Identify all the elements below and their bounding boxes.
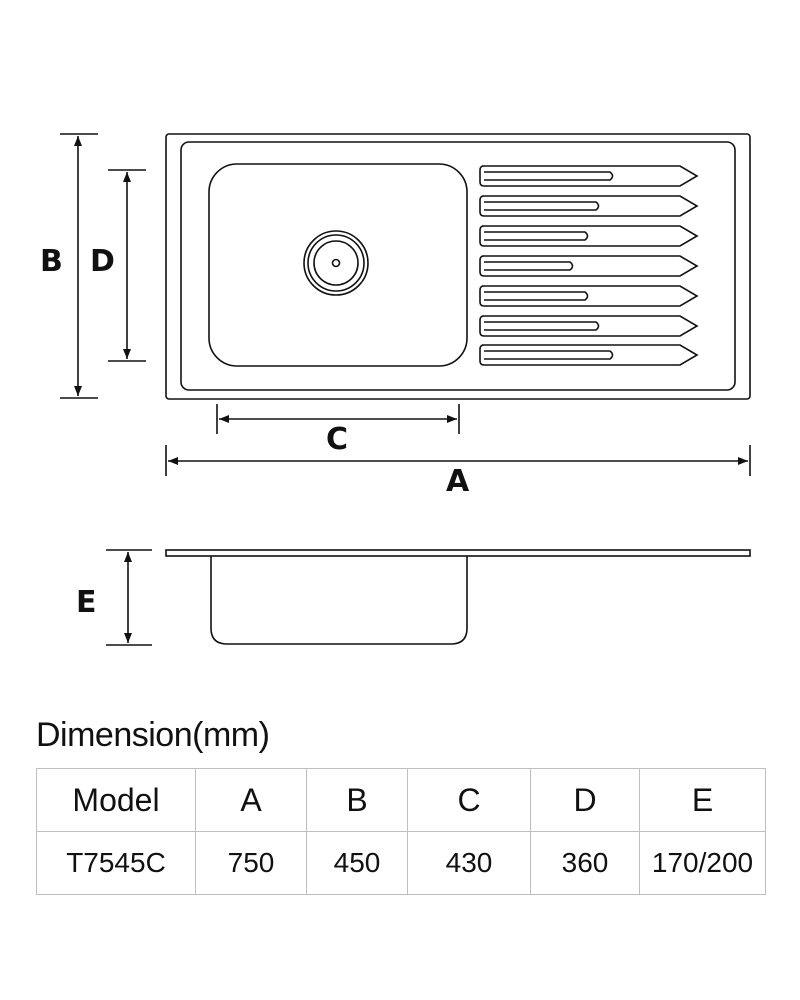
drainboard-rib [479, 225, 699, 247]
cell-b: 450 [306, 831, 408, 895]
sink-side-view [165, 549, 751, 645]
drainboard-rib [479, 315, 699, 337]
drainboard-rib-groove [484, 261, 574, 271]
label-b: B [40, 244, 63, 279]
header-c: C [407, 768, 531, 832]
drainboard-rib [479, 165, 699, 187]
table-header-row: Model A B C D E [36, 768, 766, 832]
sink-inner-rim [180, 141, 736, 391]
cell-model: T7545C [36, 831, 196, 895]
drainboard-rib-groove [484, 171, 614, 181]
drain-icon [303, 230, 369, 296]
header-e: E [639, 768, 766, 832]
dimension-lines [60, 133, 751, 476]
drainboard-rib-groove [484, 231, 589, 241]
table-row: T7545C 750 450 430 360 170/200 [36, 831, 766, 895]
header-model: Model [36, 768, 196, 832]
dimension-table: Model A B C D E T7545C 750 450 430 360 1… [36, 768, 766, 895]
label-a: A [446, 464, 470, 499]
drainboard-rib [479, 285, 699, 307]
label-d: D [90, 244, 115, 279]
drainboard-rib [479, 344, 699, 366]
cell-d: 360 [530, 831, 640, 895]
side-rim [165, 549, 751, 557]
drainboard-rib-groove [484, 350, 614, 360]
drainboard-rib [479, 195, 699, 217]
sink-outer-rim [165, 133, 751, 400]
side-bowl [210, 556, 468, 645]
header-b: B [306, 768, 408, 832]
dimension-title: Dimension(mm) [36, 716, 270, 754]
sink-bowl [208, 163, 468, 367]
drainboard-rib-groove [484, 291, 589, 301]
label-c: C [326, 422, 348, 457]
header-d: D [530, 768, 640, 832]
cell-a: 750 [195, 831, 307, 895]
drainboard-rib-groove [484, 201, 600, 211]
label-e: E [76, 585, 97, 620]
sink-top-view [165, 133, 751, 400]
header-a: A [195, 768, 307, 832]
drainboard-rib-groove [484, 321, 600, 331]
dimension-e-lines [106, 549, 152, 646]
cell-e: 170/200 [639, 831, 766, 895]
sink-technical-drawing: B D C A E [40, 133, 751, 646]
drainboard-ribs [479, 165, 699, 366]
cell-c: 430 [407, 831, 531, 895]
drainboard-rib [479, 255, 699, 277]
